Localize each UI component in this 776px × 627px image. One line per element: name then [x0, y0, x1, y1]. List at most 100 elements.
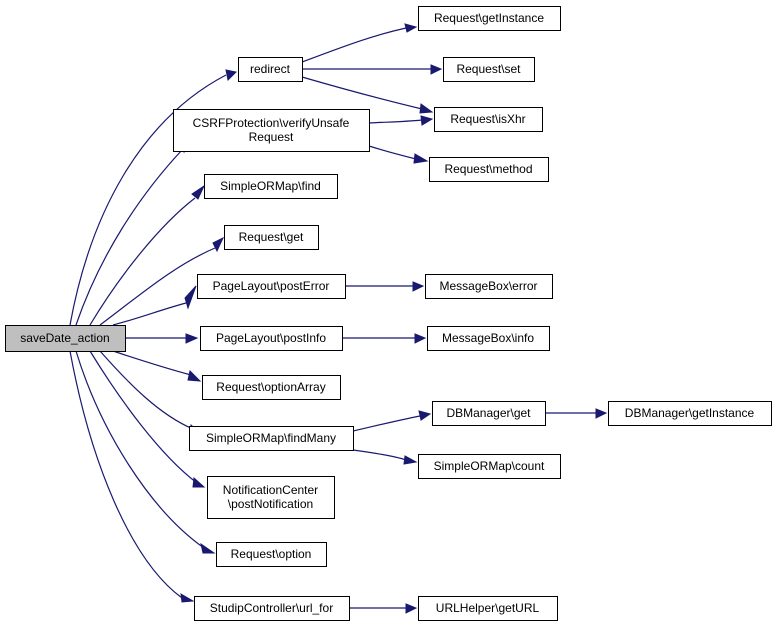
node-ormFind[interactable]: SimpleORMap\find	[204, 174, 338, 199]
node-label: redirect	[250, 62, 291, 76]
node-label: \postNotification	[228, 497, 313, 511]
edge-saveDate_action-to-csrf	[75, 149, 183, 326]
arrowhead-reqMethod	[413, 153, 429, 164]
edge-saveDate_action-to-notif	[89, 350, 198, 484]
node-box[interactable]	[238, 57, 303, 82]
node-dbGetInst[interactable]: DBManager\getInstance	[608, 401, 772, 426]
node-box[interactable]	[429, 157, 549, 182]
node-box[interactable]	[197, 274, 346, 299]
node-mbError[interactable]: MessageBox\error	[425, 274, 553, 299]
node-notif[interactable]: NotificationCenter\postNotification	[207, 476, 335, 519]
edge-saveDate_action-to-reqGet	[99, 247, 216, 326]
node-box[interactable]	[425, 274, 553, 299]
node-label: SimpleORMap\count	[434, 459, 545, 473]
node-label: DBManager\getInstance	[625, 406, 755, 420]
node-label: Request\option	[231, 547, 312, 561]
node-label: Request\get	[239, 230, 304, 244]
node-label: PageLayout\postInfo	[216, 331, 326, 345]
node-urlFor[interactable]: StudipController\url_for	[194, 596, 350, 621]
node-mbInfo[interactable]: MessageBox\info	[427, 326, 550, 351]
arrowhead-reqGet	[212, 236, 225, 253]
node-redirect[interactable]: redirect	[238, 57, 303, 82]
node-reqGetInst[interactable]: Request\getInstance	[418, 6, 561, 31]
node-box[interactable]	[216, 542, 327, 567]
node-label: Request	[249, 130, 294, 144]
node-label: URLHelper\getURL	[436, 601, 540, 615]
node-ormCount[interactable]: SimpleORMap\count	[418, 454, 561, 479]
edge-csrf-to-reqMethod	[368, 145, 417, 160]
node-box[interactable]	[418, 454, 561, 479]
edge-saveDate_action-to-redirect	[69, 74, 227, 326]
node-saveDate_action[interactable]: saveDate_action	[5, 325, 126, 352]
node-reqIsXhr[interactable]: Request\isXhr	[434, 107, 543, 132]
edge-saveDate_action-to-reqOpt	[75, 350, 205, 549]
node-label: StudipController\url_for	[210, 601, 333, 615]
arrowhead-mbError	[412, 281, 425, 292]
edge-saveDate_action-to-ormFindMany	[99, 350, 194, 430]
edge-saveDate_action-to-reqOptArr	[112, 350, 192, 376]
arrowhead-plInfo	[185, 333, 199, 344]
edge-csrf-to-reqIsXhr	[368, 119, 423, 124]
arrowhead-notif	[192, 476, 206, 488]
arrowhead-ormCount	[403, 455, 418, 465]
node-reqSet[interactable]: Request\set	[443, 57, 535, 82]
arrowhead-reqOptArr	[187, 370, 202, 382]
nodes-layer: saveDate_action redirectCSRFProtection\ve…	[5, 6, 772, 621]
edge-saveDate_action-to-urlFor	[69, 350, 183, 599]
node-plError[interactable]: PageLayout\postError	[197, 274, 346, 299]
node-box[interactable]	[434, 107, 543, 132]
node-box[interactable]	[200, 326, 343, 351]
node-box[interactable]	[418, 6, 561, 31]
edge-redirect-to-reqIsXhr	[301, 76, 423, 110]
node-box[interactable]	[5, 325, 126, 352]
arrowhead-urlFor	[180, 593, 195, 603]
node-label: Request\method	[444, 162, 532, 176]
edge-saveDate_action-to-ormFind	[89, 197, 196, 326]
node-label: SimpleORMap\findMany	[206, 431, 336, 445]
node-box[interactable]	[608, 401, 772, 426]
node-box[interactable]	[427, 326, 550, 351]
node-box[interactable]	[173, 109, 370, 152]
node-box[interactable]	[204, 174, 338, 199]
node-box[interactable]	[202, 375, 341, 400]
node-label: Request\optionArray	[216, 380, 325, 394]
node-box[interactable]	[224, 225, 319, 250]
node-box[interactable]	[418, 596, 558, 621]
node-box[interactable]	[432, 401, 546, 426]
node-box[interactable]	[207, 476, 335, 519]
node-box[interactable]	[443, 57, 535, 82]
node-label: DBManager\get	[446, 406, 531, 420]
node-reqOptArr[interactable]: Request\optionArray	[202, 375, 341, 400]
node-plInfo[interactable]: PageLayout\postInfo	[200, 326, 343, 351]
node-label: MessageBox\error	[439, 279, 537, 293]
node-ormFindMany[interactable]: SimpleORMap\findMany	[189, 426, 354, 451]
node-label: Request\getInstance	[434, 11, 544, 25]
arrowhead-reqOpt	[200, 542, 216, 554]
arrowhead-dbGetInst	[595, 408, 608, 419]
edge-ormFindMany-to-ormCount	[352, 449, 407, 461]
arrowhead-reqIsXhr	[420, 115, 434, 126]
arrowhead-dbGet	[418, 410, 432, 421]
node-label: PageLayout\postError	[213, 279, 330, 293]
arrowhead-reqGetInst	[404, 23, 418, 33]
node-reqOpt[interactable]: Request\option	[216, 542, 327, 567]
node-dbGet[interactable]: DBManager\get	[432, 401, 546, 426]
arrowhead-ormFind	[191, 184, 206, 200]
node-reqGet[interactable]: Request\get	[224, 225, 319, 250]
node-label: NotificationCenter	[223, 483, 318, 497]
edge-saveDate_action-to-plError	[112, 302, 187, 326]
node-label: Request\set	[456, 62, 521, 76]
node-urlGet[interactable]: URLHelper\getURL	[418, 596, 558, 621]
node-label: saveDate_action	[20, 331, 109, 345]
node-box[interactable]	[194, 596, 350, 621]
node-box[interactable]	[189, 426, 354, 451]
node-label: SimpleORMap\find	[220, 179, 321, 193]
node-label: MessageBox\info	[442, 331, 534, 345]
edge-ormFindMany-to-dbGet	[352, 415, 421, 432]
arrowhead-reqSet	[430, 64, 443, 75]
arrowhead-urlGet	[405, 603, 418, 614]
arrowhead-plError	[184, 285, 197, 310]
node-reqMethod[interactable]: Request\method	[429, 157, 549, 182]
